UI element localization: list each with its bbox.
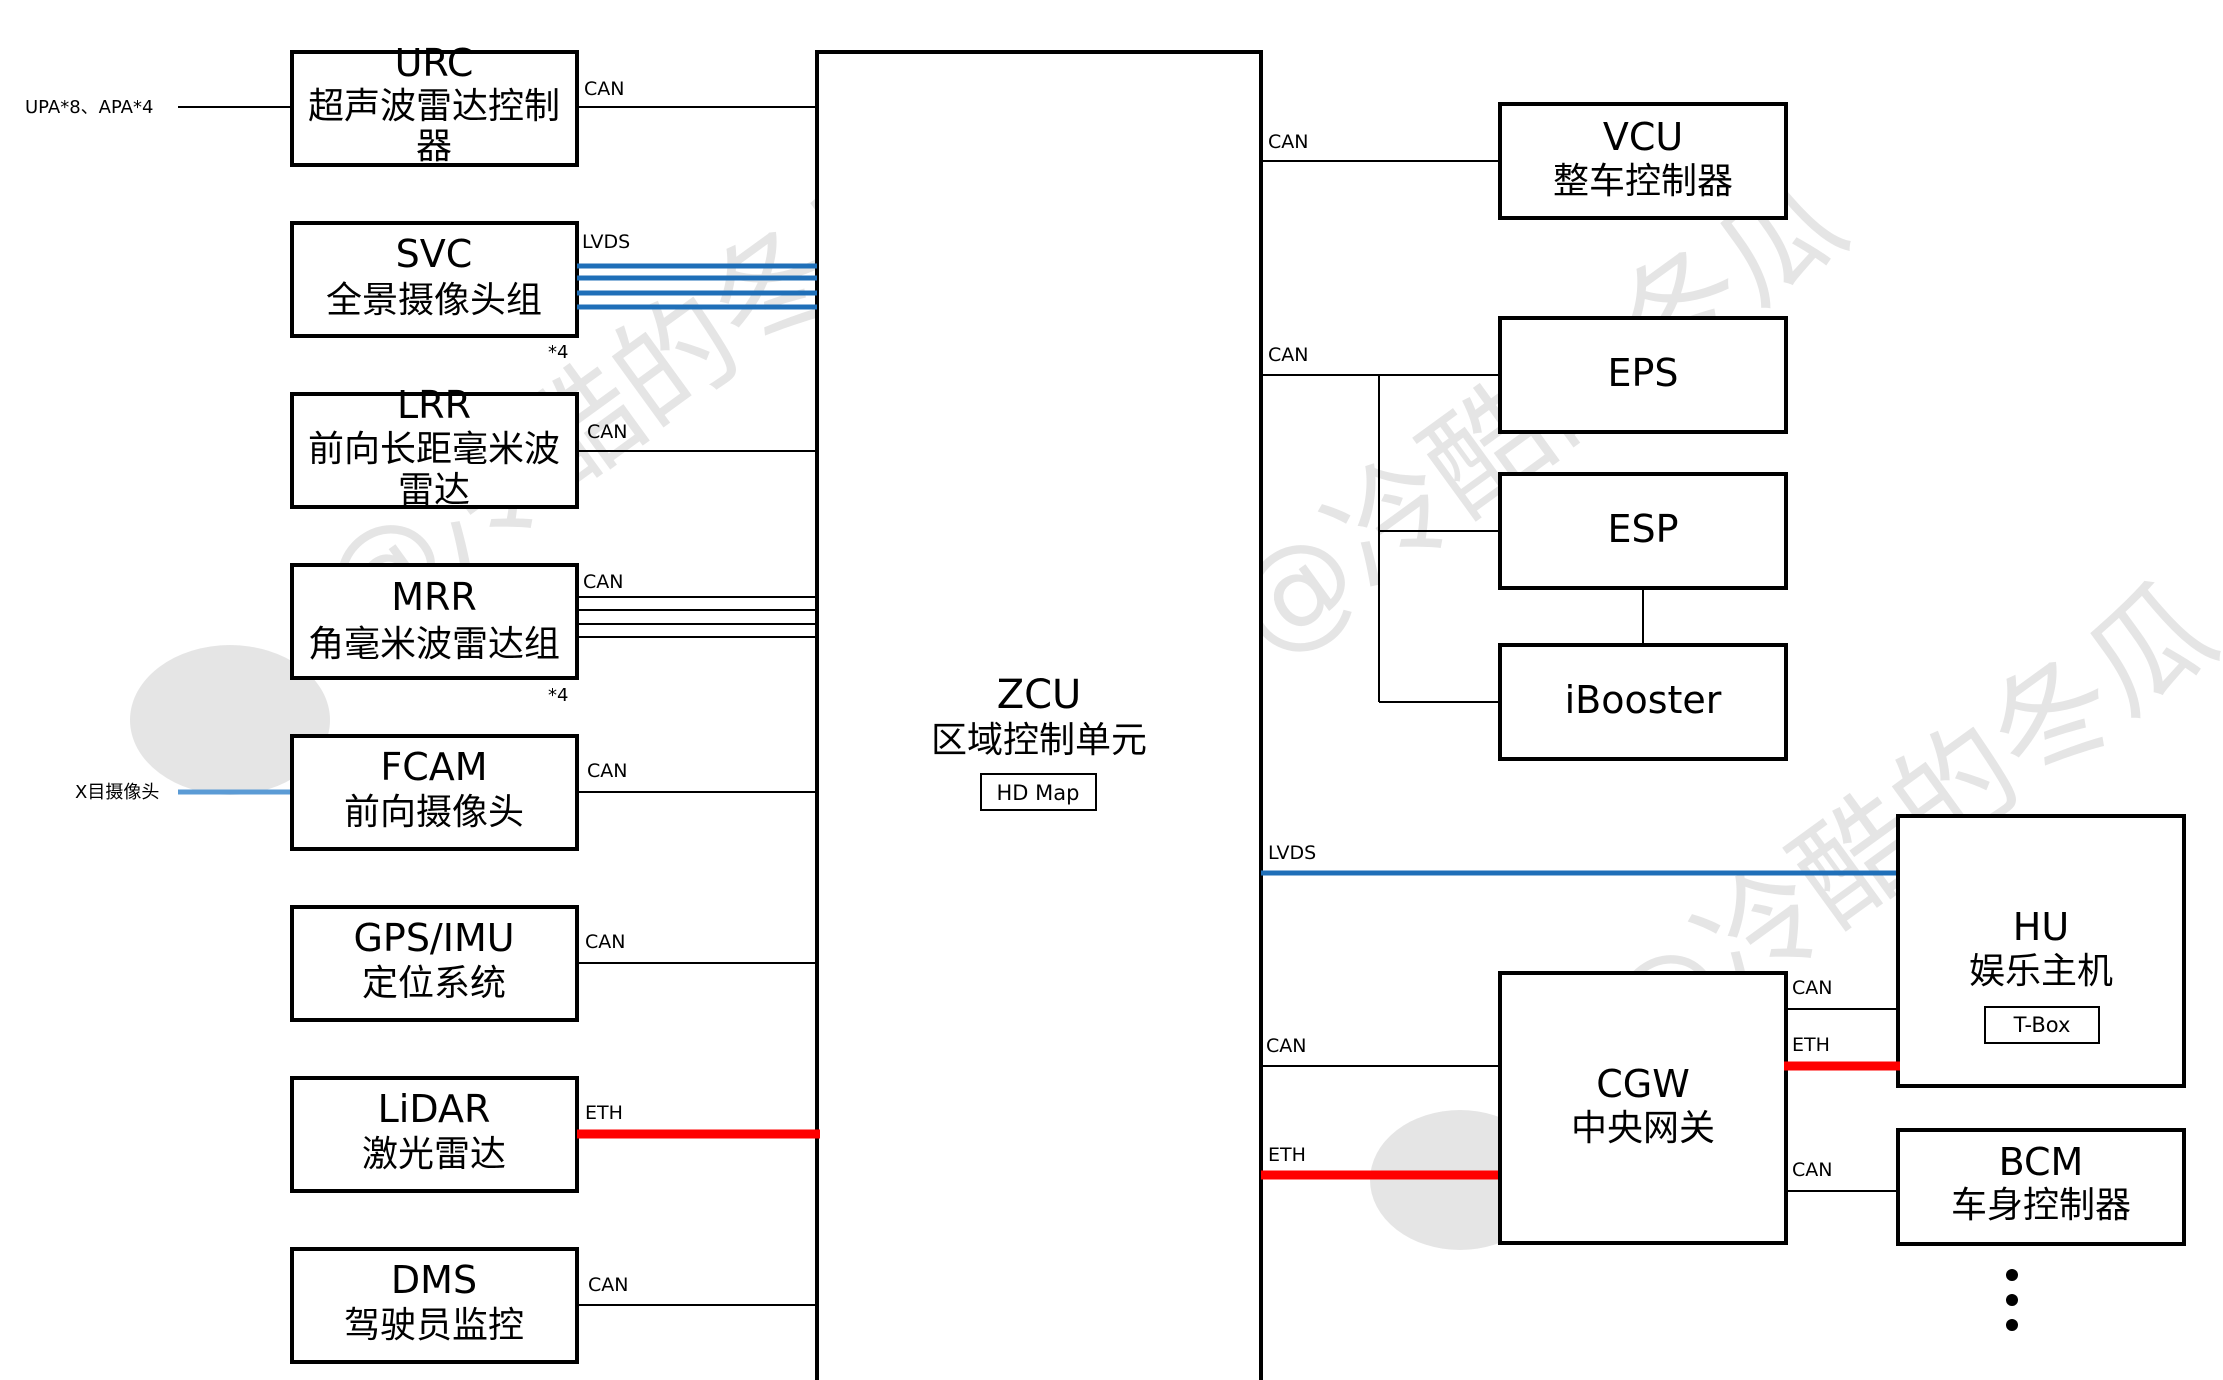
hd-map-tag-box <box>980 773 1097 811</box>
more-ellipsis-icon <box>2006 1269 2018 1331</box>
module-gps-imu: GPS/IMU 定位系统 CAN <box>290 905 817 1022</box>
eps-code: EPS <box>1607 351 1678 395</box>
hd-map-tag: HD Map <box>997 781 1080 805</box>
hu-name: 娱乐主机 <box>1969 951 2113 992</box>
bcm-code: BCM <box>1999 1140 2084 1184</box>
zcu-name: 区域控制单元 <box>931 720 1147 761</box>
vcu-code: VCU <box>1603 115 1683 159</box>
gps-imu-bus-label: CAN <box>585 931 625 953</box>
fcam-input: X目摄像头 <box>75 782 292 803</box>
vcu-bus-label: CAN <box>1268 131 1308 153</box>
lrr-name-line2: 雷达 <box>398 470 470 511</box>
module-hu: LVDS HU 娱乐主机 T-Box <box>1261 814 2186 1088</box>
fcam-name: 前向摄像头 <box>344 792 524 833</box>
mrr-bus-label: CAN <box>583 571 623 593</box>
mrr-name: 角毫米波雷达组 <box>308 624 560 665</box>
module-dms: DMS 驾驶员监控 CAN <box>290 1247 817 1364</box>
svc-name: 全景摄像头组 <box>326 280 542 321</box>
bcm-name: 车身控制器 <box>1951 1185 2131 1226</box>
lrr-code: LRR <box>397 383 471 427</box>
dms-bus-label: CAN <box>588 1274 628 1296</box>
urc-input: UPA*8、APA*4 <box>25 97 292 118</box>
cgw-hu-eth-label: ETH <box>1792 1034 1830 1056</box>
mrr-code: MRR <box>391 575 477 619</box>
dms-name: 驾驶员监控 <box>344 1305 524 1346</box>
module-cgw: CAN ETH CGW 中央网关 CAN ETH CAN <box>1261 971 1900 1245</box>
svc-code: SVC <box>396 232 473 276</box>
tbox-tag: T-Box <box>2013 1013 2071 1037</box>
esp-code: ESP <box>1607 507 1678 551</box>
module-lrr: LRR 前向长距毫米波 雷达 CAN <box>290 383 817 511</box>
vcu-name: 整车控制器 <box>1553 161 1733 202</box>
zcu-code: ZCU <box>997 672 1082 718</box>
lrr-bus-label: CAN <box>587 421 627 443</box>
module-esp: ESP <box>1498 472 1788 590</box>
cgw-eth-label: ETH <box>1268 1144 1306 1166</box>
fcam-bus-label: CAN <box>587 760 627 782</box>
fcam-input-label: X目摄像头 <box>75 782 159 803</box>
module-ibooster: iBooster <box>1498 643 1788 761</box>
hu-bus-label: LVDS <box>1268 842 1316 864</box>
cgw-can-label: CAN <box>1266 1035 1306 1057</box>
cgw-bcm-label: CAN <box>1792 1159 1832 1181</box>
urc-name-line2: 器 <box>416 126 452 167</box>
urc-input-label: UPA*8、APA*4 <box>25 97 153 118</box>
cgw-name: 中央网关 <box>1571 1108 1715 1149</box>
lidar-name: 激光雷达 <box>362 1134 506 1175</box>
module-svc: SVC 全景摄像头组 LVDS *4 <box>290 221 817 363</box>
module-mrr: MRR 角毫米波雷达组 CAN *4 <box>290 563 817 706</box>
module-eps: EPS <box>1498 316 1788 434</box>
ibooster-code: iBooster <box>1565 678 1722 722</box>
svc-bus-label: LVDS <box>582 231 630 253</box>
tbox-tag-box <box>1984 1006 2100 1044</box>
zcu-block: ZCU 区域控制单元 HD Map <box>815 50 1263 1380</box>
lidar-code: LiDAR <box>378 1087 491 1131</box>
gps-imu-code: GPS/IMU <box>353 916 514 960</box>
lrr-name: 前向长距毫米波 <box>308 429 560 470</box>
svc-multiplier: *4 <box>548 342 568 363</box>
module-bcm: BCM 车身控制器 <box>1896 1128 2186 1246</box>
module-urc: URC 超声波雷达控制 器 CAN <box>290 41 817 167</box>
dms-code: DMS <box>391 1258 477 1302</box>
mrr-multiplier: *4 <box>548 685 568 706</box>
chassis-bus: CAN <box>1261 344 1500 703</box>
hu-code: HU <box>2013 905 2069 949</box>
module-vcu: CAN VCU 整车控制器 <box>1261 102 1788 220</box>
module-fcam: FCAM 前向摄像头 CAN <box>290 734 817 851</box>
urc-code: URC <box>395 41 474 85</box>
urc-name: 超声波雷达控制 <box>308 86 560 127</box>
cgw-code: CGW <box>1596 1062 1690 1106</box>
urc-bus-label: CAN <box>584 78 624 100</box>
gps-imu-name: 定位系统 <box>362 963 506 1004</box>
fcam-code: FCAM <box>380 745 487 789</box>
lidar-bus-label: ETH <box>585 1102 623 1124</box>
module-lidar: LiDAR 激光雷达 ETH <box>290 1076 820 1193</box>
chassis-bus-label: CAN <box>1268 344 1308 366</box>
cgw-hu-can-label: CAN <box>1792 977 1832 999</box>
